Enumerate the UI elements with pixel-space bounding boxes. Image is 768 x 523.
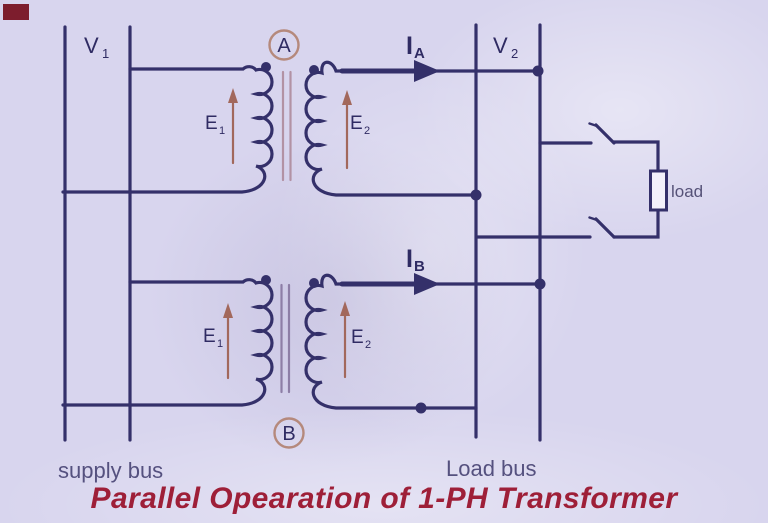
supply-bus-label: supply bus — [58, 458, 163, 483]
junction-dot-b-bottom — [415, 402, 427, 414]
transformer-a-primary-winding — [61, 65, 274, 194]
emf-b-primary-subscript: 1 — [217, 338, 223, 350]
emf-b-primary-label: E — [203, 326, 216, 347]
junction-dot-ib-bus — [534, 278, 546, 290]
emf-a-primary-label: E — [205, 113, 218, 134]
load-switch-top-tick — [588, 122, 599, 128]
junction-dot-a-bottom-bus — [470, 189, 482, 201]
polarity-dot-a-secondary — [309, 65, 319, 75]
current-b-arrowhead — [414, 273, 440, 295]
transformer-b-primary-winding — [61, 278, 274, 407]
transformer-b-badge — [273, 417, 305, 449]
emf-a-secondary-subscript: 2 — [364, 125, 370, 137]
transformer-a-name: A — [277, 35, 291, 57]
emf-b-secondary-label: E — [351, 327, 364, 348]
load-wire-bottom-right — [612, 208, 660, 239]
load-switch-bottom-tick — [588, 216, 599, 222]
emf-a-primary-subscript: 1 — [219, 125, 225, 137]
load-label: load — [671, 182, 703, 201]
page-title: Parallel Opearation of 1-PH Transformer — [90, 482, 678, 515]
emf-arrowhead-b-primary — [223, 303, 233, 318]
transformer-b-secondary-winding — [304, 273, 542, 410]
junction-dots — [261, 62, 546, 414]
emf-b-secondary-subscript: 2 — [365, 339, 371, 351]
transformer-a-badge — [268, 29, 300, 61]
junction-dot-ia-bus — [532, 65, 544, 77]
transformer-a-secondary-winding — [304, 60, 542, 197]
polarity-dot-b-secondary — [309, 278, 319, 288]
corner-mark — [3, 4, 29, 20]
emf-arrowhead-b-secondary — [340, 301, 350, 316]
current-a-label: I — [406, 32, 413, 60]
v1-label: V — [84, 33, 99, 58]
polarity-dot-a-primary — [261, 62, 271, 72]
current-a-subscript: A — [414, 45, 425, 62]
load-switch-bottom-blade — [594, 217, 616, 239]
v1-subscript: 1 — [102, 46, 109, 61]
current-b-subscript: B — [414, 258, 425, 275]
load-wire-top-right — [612, 140, 660, 173]
emf-arrows — [223, 88, 352, 380]
current-a-arrowhead — [414, 60, 440, 82]
emf-arrowhead-a-primary — [228, 88, 238, 103]
transformer-b-name: B — [282, 423, 295, 445]
emf-arrowhead-a-secondary — [342, 90, 352, 105]
current-arrowheads — [414, 60, 440, 295]
transformer-cores — [280, 70, 292, 394]
load-switch-top-blade — [594, 123, 616, 145]
polarity-dot-b-primary — [261, 275, 271, 285]
emf-a-secondary-label: E — [350, 113, 363, 134]
current-b-label: I — [406, 245, 413, 273]
wires — [61, 23, 660, 442]
v2-label: V — [493, 33, 508, 58]
v2-subscript: 2 — [511, 46, 518, 61]
load-resistor — [649, 169, 668, 212]
load-bus-label: Load bus — [446, 456, 537, 481]
